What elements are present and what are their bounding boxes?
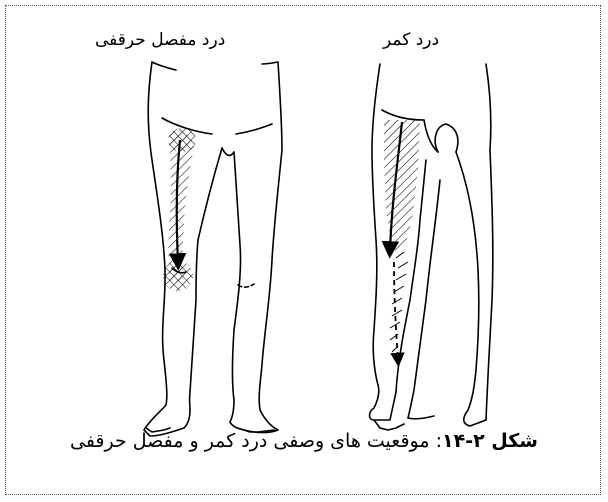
- back-pain-dashed-arrow: [394, 262, 398, 360]
- caption-separator: :: [430, 430, 442, 452]
- figure-label: شکل ۲-۱۴: [442, 430, 538, 452]
- back-pain-shading: [384, 120, 420, 352]
- side-legs-illustration: [370, 64, 493, 430]
- front-legs-illustration: [144, 62, 282, 436]
- figure-caption: شکل ۲-۱۴: موقعیت های وصفی درد کمر و مفصل…: [20, 430, 588, 452]
- caption-text: موقعیت های وصفی درد کمر و مفصل حرقفی: [70, 430, 430, 452]
